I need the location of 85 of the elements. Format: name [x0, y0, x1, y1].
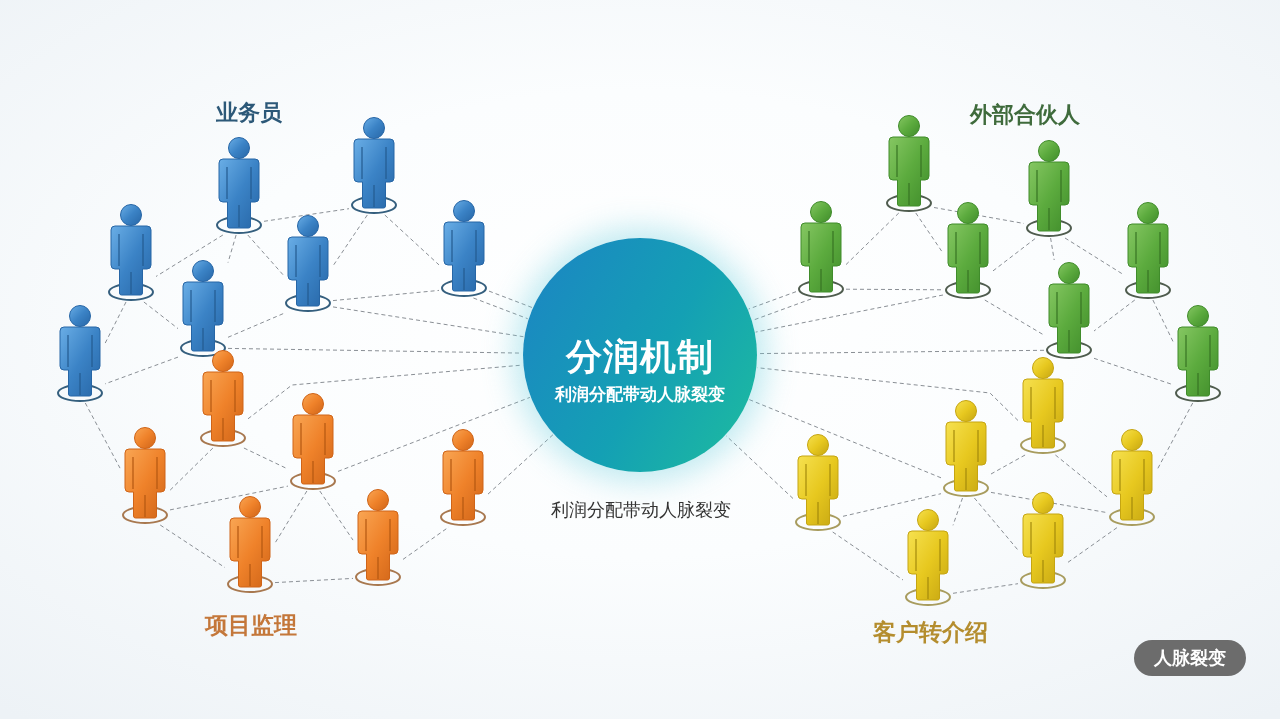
- caption-text: 利润分配带动人脉裂变: [551, 498, 731, 522]
- dashed-connector: [332, 289, 440, 302]
- dashed-connector: [756, 367, 1019, 421]
- person-icon: [55, 303, 105, 403]
- dashed-connector: [337, 396, 531, 472]
- dashed-connector: [990, 491, 1108, 514]
- group-label: 项目监理: [205, 611, 297, 640]
- dashed-connector: [915, 212, 944, 254]
- person-icon: [178, 258, 228, 358]
- dashed-connector: [247, 234, 284, 276]
- dashed-connector: [952, 583, 1019, 594]
- dashed-connector: [274, 577, 354, 584]
- dashed-connector: [227, 312, 286, 338]
- circle-title: 分润机制: [566, 335, 714, 379]
- dashed-connector: [332, 214, 368, 267]
- person-icon: [1024, 138, 1074, 238]
- person-icon: [349, 115, 399, 215]
- dashed-connector: [1156, 402, 1194, 471]
- dashed-connector: [169, 485, 289, 511]
- dashed-connector: [319, 490, 354, 541]
- group-label: 客户转介绍: [872, 618, 988, 647]
- person-icon: [198, 348, 248, 448]
- dashed-connector: [487, 434, 554, 495]
- person-icon: [1107, 427, 1157, 527]
- person-icon: [288, 391, 338, 491]
- circle-subtitle: 利润分配带动人脉裂变: [555, 383, 725, 405]
- person-icon: [106, 202, 156, 302]
- person-icon: [796, 199, 846, 299]
- person-icon: [1018, 490, 1068, 590]
- dashed-connector: [1064, 237, 1124, 275]
- group-label: 业务员: [216, 99, 282, 127]
- person-icon: [353, 487, 403, 587]
- dashed-connector: [263, 208, 350, 222]
- dashed-connector: [992, 237, 1037, 272]
- dashed-connector: [243, 447, 289, 470]
- person-icon: [793, 432, 843, 532]
- person-icon: [1044, 260, 1094, 360]
- person-icon: [1173, 303, 1223, 403]
- tag-badge: 人脉裂变: [1134, 640, 1246, 676]
- dashed-connector: [155, 234, 224, 277]
- dashed-connector: [1067, 526, 1119, 563]
- person-icon: [943, 200, 993, 300]
- person-icon: [1018, 355, 1068, 455]
- dashed-connector: [755, 294, 944, 333]
- person-icon: [225, 494, 275, 594]
- dashed-connector: [384, 214, 440, 266]
- dashed-connector: [472, 297, 529, 320]
- person-icon: [120, 425, 170, 525]
- dashed-connector: [842, 493, 942, 517]
- dashed-connector: [984, 299, 1045, 336]
- dashed-connector: [832, 531, 904, 581]
- dashed-connector: [845, 212, 900, 266]
- dashed-connector: [84, 402, 121, 469]
- dashed-connector: [748, 291, 797, 310]
- dashed-connector: [159, 524, 226, 569]
- group-label: 外部合伙人: [970, 101, 1080, 129]
- dashed-connector: [227, 234, 237, 264]
- person-icon: [214, 135, 264, 235]
- dashed-connector: [332, 306, 524, 338]
- dashed-connector: [1093, 299, 1136, 332]
- dashed-connector: [1050, 237, 1055, 261]
- person-icon: [438, 427, 488, 527]
- dashed-connector: [1093, 357, 1174, 386]
- dashed-connector: [748, 399, 942, 479]
- dashed-connector: [143, 301, 179, 330]
- dashed-connector: [973, 497, 1019, 551]
- dashed-connector: [725, 435, 794, 499]
- dashed-connector: [1152, 299, 1174, 342]
- person-icon: [283, 213, 333, 313]
- dashed-connector: [169, 447, 214, 491]
- person-icon: [439, 198, 489, 298]
- dashed-connector: [104, 301, 127, 344]
- dashed-connector: [990, 454, 1026, 475]
- dashed-connector: [247, 364, 523, 420]
- dashed-connector: [1054, 454, 1108, 498]
- person-icon: [884, 113, 934, 213]
- dashed-connector: [488, 290, 533, 308]
- person-icon: [1123, 200, 1173, 300]
- dashed-connector: [104, 356, 179, 385]
- person-icon: [941, 398, 991, 498]
- dashed-connector: [752, 298, 812, 321]
- dashed-connector: [274, 490, 308, 544]
- dashed-connector: [845, 288, 944, 291]
- dashed-connector: [757, 349, 1045, 355]
- person-icon: [903, 507, 953, 607]
